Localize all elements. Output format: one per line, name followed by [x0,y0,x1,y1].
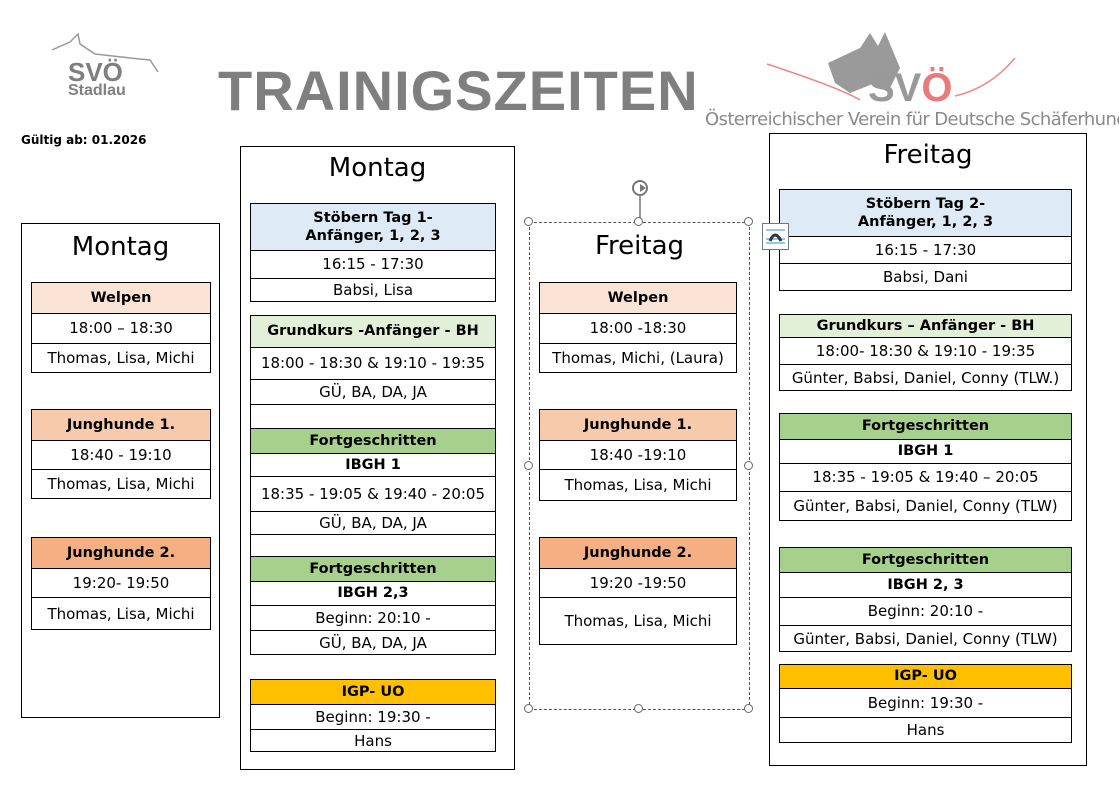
session-cell: 18:35 - 19:05 & 19:40 - 20:05 [251,476,495,511]
session-cell: 18:40 - 19:10 [32,440,210,469]
session-cell: Beginn: 19:30 - [780,688,1071,717]
day-title: Montag [71,232,170,262]
session-header: Fortgeschritten [780,414,1071,439]
session-cell: Günter, Babsi, Daniel, Conny (TLW) [780,625,1071,652]
session-header: Junghunde 1. [540,410,736,440]
session-cell [251,404,495,429]
session-header: IGP- UO [251,680,495,704]
session-cell: 18:00- 18:30 & 19:10 - 19:35 [780,337,1071,364]
session-cell: Beginn: 20:10 - [251,605,495,630]
session-cell: 18:00 – 18:30 [32,313,210,343]
schedule-column-1: Montag [240,146,515,770]
session-header: Junghunde 2. [32,538,210,568]
session-header: Stöbern Tag 1- Anfänger, 1, 2, 3 [251,204,495,250]
session-header: Junghunde 2. [540,538,736,568]
session-cell: Thomas, Lisa, Michi [32,343,210,373]
valid-from-label: Gültig ab: 01.2026 [21,133,147,147]
session-header: Grundkurs -Anfänger - BH [251,316,495,347]
resize-handle-sw[interactable] [524,704,533,713]
logo-right-tagline: Österreichischer Verein für Deutsche Sch… [705,109,1119,130]
session-cell: Hans [780,717,1071,743]
resize-handle-w[interactable] [524,461,533,470]
session-cell: Thomas, Lisa, Michi [32,469,210,499]
session-header: IGP- UO [780,665,1071,688]
day-title: Freitag [883,140,973,170]
schedule-column-3: Freitag [769,133,1087,766]
session-cell: IBGH 2, 3 [780,572,1071,597]
session-cell: Günter, Babsi, Daniel, Conny (TLW.) [780,364,1071,391]
session-cell: Beginn: 19:30 - [251,704,495,729]
layout-options-icon[interactable] [762,223,790,251]
session-cell: Thomas, Lisa, Michi [540,597,736,645]
session-cell: GÜ, BA, DA, JA [251,379,495,404]
session-header: Welpen [540,283,736,313]
dog-outline-icon [51,32,159,73]
session-cell: 18:00 - 18:30 & 19:10 - 19:35 [251,347,495,379]
resize-handle-se[interactable] [744,704,753,713]
day-title: Freitag [594,231,685,261]
session-cell: Thomas, Michi, (Laura) [540,343,736,373]
session-cell: 18:00 -18:30 [540,313,736,343]
session-cell: Babsi, Dani [780,263,1071,291]
session-header: Grundkurs – Anfänger - BH [780,315,1071,337]
session-cell: Beginn: 20:10 - [780,597,1071,625]
logo-right-mark: SVÖ [868,66,953,110]
resize-handle-n[interactable] [634,217,643,226]
session-cell: GÜ, BA, DA, JA [251,511,495,534]
session-header: Fortgeschritten [251,429,495,453]
session-header: Stöbern Tag 2- Anfänger, 1, 2, 3 [780,190,1071,236]
resize-handle-nw[interactable] [524,217,533,226]
session-cell: 19:20 -19:50 [540,568,736,597]
session-cell: Babsi, Lisa [251,278,495,302]
svoe-logo: SVÖ Österreichischer Verein für Deutsche… [700,28,1119,133]
session-cell: Günter, Babsi, Daniel, Conny (TLW) [780,491,1071,521]
resize-handle-s[interactable] [634,704,643,713]
session-header: Fortgeschritten [780,548,1071,572]
shepherd-head-icon [766,32,1016,101]
session-cell: Hans [251,729,495,752]
resize-handle-ne[interactable] [744,217,753,226]
session-cell: Thomas, Lisa, Michi [540,469,736,501]
session-header: Welpen [32,283,210,313]
session-cell: 16:15 - 17:30 [780,236,1071,263]
schedule-column-0: Montag [21,223,220,718]
resize-handle-e[interactable] [744,461,753,470]
session-cell: IBGH 1 [251,453,495,476]
session-cell: Thomas, Lisa, Michi [32,597,210,630]
session-cell: IBGH 1 [780,439,1071,463]
session-cell: 16:15 - 17:30 [251,250,495,278]
session-header: Fortgeschritten [251,557,495,581]
session-header: Junghunde 1. [32,410,210,440]
session-cell [251,534,495,557]
day-title: Montag [328,153,427,183]
session-cell: 18:35 - 19:05 & 19:40 – 20:05 [780,463,1071,491]
session-cell: IBGH 2,3 [251,581,495,605]
logo-left-svoe: SVÖ [68,57,123,87]
session-cell: GÜ, BA, DA, JA [251,630,495,655]
page-title: TRAINIGSZEITEN [218,59,699,122]
session-cell: 19:20- 19:50 [32,568,210,597]
session-cell: 18:40 -19:10 [540,440,736,469]
logo-left-stadlau: Stadlau [68,82,126,99]
svoe-stadlau-logo: SVÖ Stadlau [50,32,165,102]
